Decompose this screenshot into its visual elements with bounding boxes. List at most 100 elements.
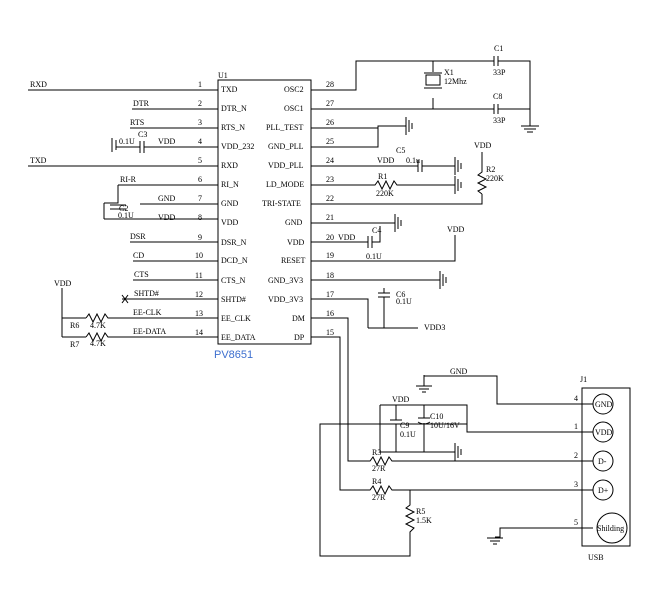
c5-ref: C5 [396,146,405,155]
pin-name: OSC1 [284,104,304,113]
usb-pin-num: 4 [574,394,578,403]
c8-value: 33P [493,116,506,125]
pin-num: 21 [326,213,334,222]
u1-part-label: PV8651 [214,349,253,361]
c3-value: 0.1U [119,137,135,146]
pin-num: 2 [198,99,202,108]
pin-name: PLL_TEST [266,123,303,132]
usb-pin-name: VDD [595,428,613,437]
x1-value: 12Mhz [444,77,467,86]
r1-ref: R1 [378,172,387,181]
usb-pin-num: 2 [574,451,578,460]
c5-value: 0.1u [406,156,420,165]
c9-ref: C9 [400,421,409,430]
pin-num: 25 [326,137,334,146]
pin-name: GND_PLL [268,142,304,151]
pin-num: 10 [195,251,203,260]
u1-left-pins: 1 TXD 2 DTR_N 3 RTS_N 4 VDD_232 5 RXD 6 … [195,80,256,342]
net-label-rxd: RXD [30,80,47,89]
u1-ref: U1 [218,71,228,80]
u1-right-pins: OSC2 28 OSC1 27 PLL_TEST 26 GND_PLL 25 V… [262,80,334,342]
r3-value: 27R [372,464,386,473]
c4-value: 0.1U [366,252,382,261]
pin-name: EE_DATA [221,333,256,342]
pin-name: TXD [221,85,238,94]
pin-num: 28 [326,80,334,89]
vdd-label-pll: VDD [377,156,395,165]
net-label-ee-clk: EE-CLK [133,308,162,317]
r3-ref: R3 [372,448,381,457]
c6-ref: C6 [396,290,405,299]
usb-ref: J1 [580,375,587,384]
pin-name: RESET [281,256,306,265]
pin-name: VDD [287,238,305,247]
pin-num: 9 [198,233,202,242]
r5-value: 1.5K [416,516,432,525]
r1-value: 220K [376,189,394,198]
pin-name: LD_MODE [266,180,304,189]
pin-num: 19 [326,251,334,260]
c3-ref: C3 [138,130,147,139]
pin-num: 26 [326,118,334,127]
pin-name: VDD_PLL [268,161,304,170]
pin-num: 22 [326,194,334,203]
c2-value: 0.1U [118,211,134,220]
pin-num: 15 [326,328,334,337]
pin-name: SHTD# [221,295,246,304]
net-label-rts: RTS [130,118,144,127]
pin-num: 12 [195,290,203,299]
pin-num: 7 [198,194,202,203]
pin-name: GND [285,218,303,227]
r6-ref: R6 [70,321,79,330]
pin-num: 3 [198,118,202,127]
pin-name: DTR_N [221,104,247,113]
pin-num: 5 [198,156,202,165]
pin-name: DP [294,333,305,342]
pin-name: RXD [221,161,238,170]
pin-name: VDD_232 [221,142,254,151]
pin-num: 1 [198,80,202,89]
r7-value: 4.7K [90,339,106,348]
gnd-label-usb: GND [450,367,468,376]
pin-name: OSC2 [284,85,304,94]
c2-ref: C2 [119,204,128,213]
net-label-vdd-pin8: VDD [158,213,176,222]
pin-num: 23 [326,175,334,184]
c6-value: 0.1U [396,297,412,306]
pin-num: 18 [326,271,334,280]
pin-name: TRI-STATE [262,199,301,208]
usb-pin-num: 5 [574,518,578,527]
pin-name: DSR_N [221,238,247,247]
usb-pin-name: D+ [598,486,609,495]
pin-name: VDD [221,218,239,227]
vdd3-label: VDD3 [424,323,445,332]
usb-pin-name: D- [598,457,607,466]
x1-ref: X1 [444,68,454,77]
pin-num: 17 [326,290,334,299]
pin-name: EE_CLK [221,314,251,323]
pin-name: GND [221,199,239,208]
net-label-cts: CTS [134,270,149,279]
r2-value: 220K [486,174,504,183]
r4-value: 27R [372,493,386,502]
pin-num: 4 [198,137,202,146]
c4-ref: C4 [372,226,381,235]
usb-pin-name: GND [595,400,613,409]
pin-num: 27 [326,99,334,108]
vdd-label-pin20: VDD [338,233,356,242]
pin-num: 11 [195,271,203,280]
net-label-gnd-pin7: GND [158,194,176,203]
c8-ref: C8 [493,92,502,101]
pin-num: 6 [198,175,202,184]
net-label-txd: TXD [30,156,47,165]
c10-ref: C10 [430,412,443,421]
pin-name: CTS_N [221,276,246,285]
r5-ref: R5 [416,507,425,516]
c10-value: 10U/16V [430,421,460,430]
pin-num: 8 [198,213,202,222]
vdd-label-reset: VDD [447,225,465,234]
vdd-label-r2: VDD [474,141,492,150]
pin-name: RI_N [221,180,239,189]
pin-name: DCD_N [221,256,248,265]
